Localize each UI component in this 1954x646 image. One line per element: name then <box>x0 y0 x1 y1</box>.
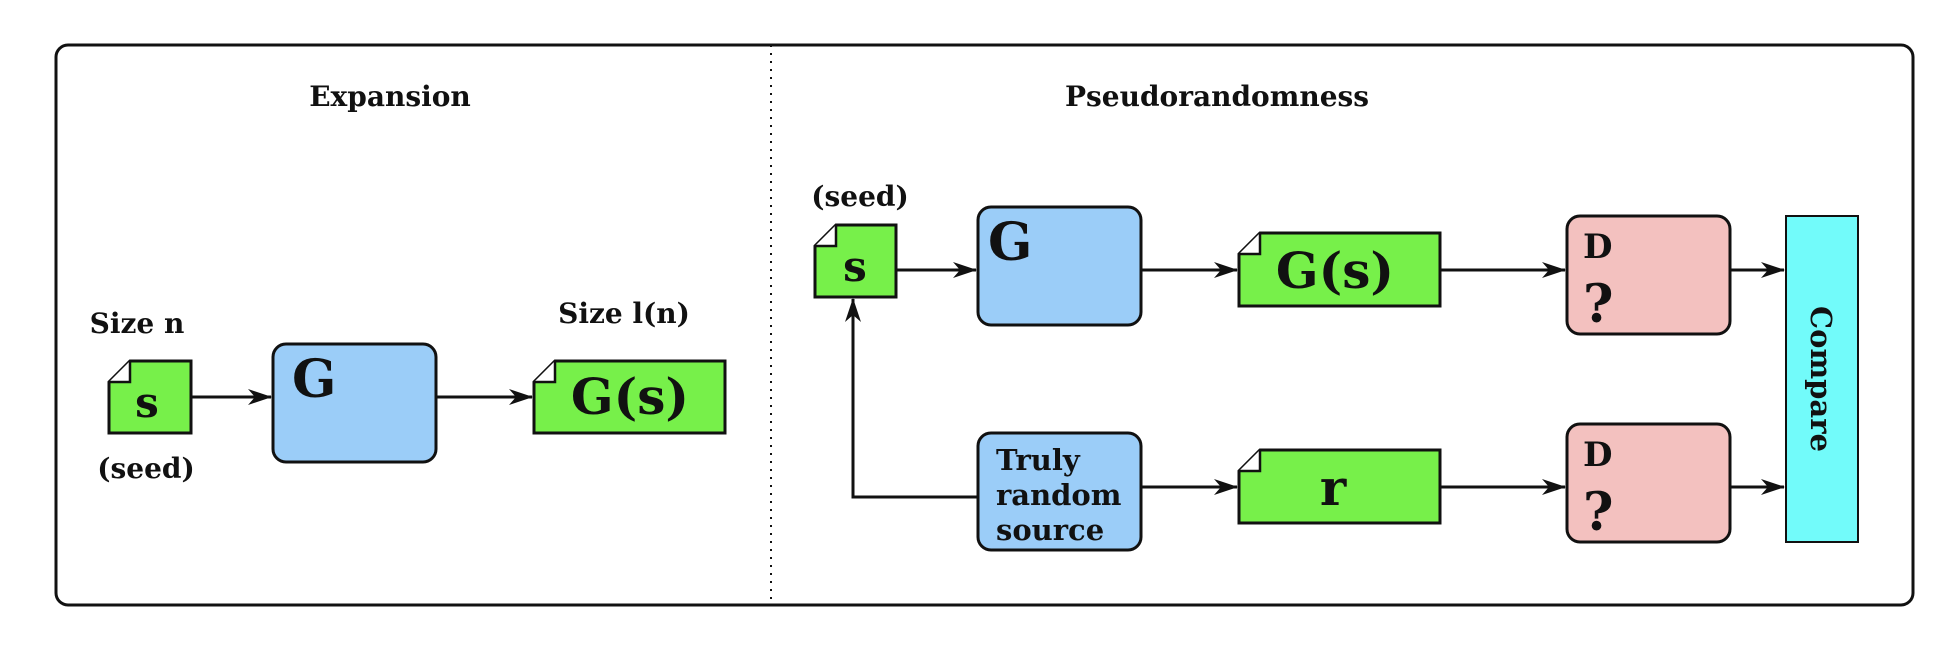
seed-box-fold <box>109 361 132 384</box>
compare-shape <box>1785 215 1859 543</box>
pseudo-seed-box: s <box>813 223 898 299</box>
random-source-box: Truly random source <box>976 431 1143 552</box>
arrow-source-to-seed <box>845 298 978 499</box>
distinguisher-bottom-label: D <box>1583 435 1612 475</box>
size-n-label: Size n <box>90 307 185 340</box>
distinguisher-bottom-mark: ? <box>1583 482 1613 543</box>
expansion-title: Expansion <box>309 80 471 113</box>
pseudo-seed-note: (seed) <box>811 180 908 213</box>
generator-shape <box>271 342 438 464</box>
pseudo-output-top-fold <box>1239 233 1262 256</box>
pseudo-seed-label: s <box>843 242 867 291</box>
seed-note: (seed) <box>97 452 194 485</box>
pseudo-output-top-box: G(s) <box>1237 231 1442 308</box>
pseudo-seed-fold <box>815 225 838 248</box>
distinguisher-bottom-shape <box>1565 422 1732 544</box>
distinguisher-top-box: D ? <box>1565 214 1732 336</box>
expansion-output-fold <box>534 361 557 384</box>
distinguisher-top-shape <box>1565 214 1732 336</box>
seed-box: s <box>107 359 193 435</box>
pseudo-generator-label: G <box>988 212 1032 273</box>
seed-box-label: s <box>135 378 159 427</box>
random-source-line-2: random <box>996 478 1122 512</box>
pseudo-output-bottom-label: r <box>1320 458 1347 517</box>
pseudo-output-top-label: G(s) <box>1276 241 1394 300</box>
random-source-line-3: source <box>996 513 1104 547</box>
pseudo-output-bottom-fold <box>1239 450 1262 473</box>
compare-box: Compare <box>1785 215 1859 543</box>
pseudo-generator-box: G <box>976 205 1143 327</box>
distinguisher-top-mark: ? <box>1583 274 1613 335</box>
outer-frame <box>54 43 1915 607</box>
compare-label: Compare <box>1804 306 1838 452</box>
random-source-shape <box>976 431 1143 552</box>
size-ln-label: Size l(n) <box>558 297 690 330</box>
distinguisher-bottom-box: D ? <box>1565 422 1732 544</box>
generator-box: G <box>271 342 438 464</box>
expansion-output-box: G(s) <box>532 359 727 435</box>
expansion-output-label: G(s) <box>571 367 689 426</box>
distinguisher-top-label: D <box>1583 227 1612 267</box>
random-source-line-1: Truly <box>996 443 1081 477</box>
generator-label: G <box>292 349 336 410</box>
pseudo-generator-shape <box>976 205 1143 327</box>
pseudorandomness-title: Pseudorandomness <box>1065 80 1369 113</box>
pseudo-output-bottom-box: r <box>1237 448 1442 525</box>
